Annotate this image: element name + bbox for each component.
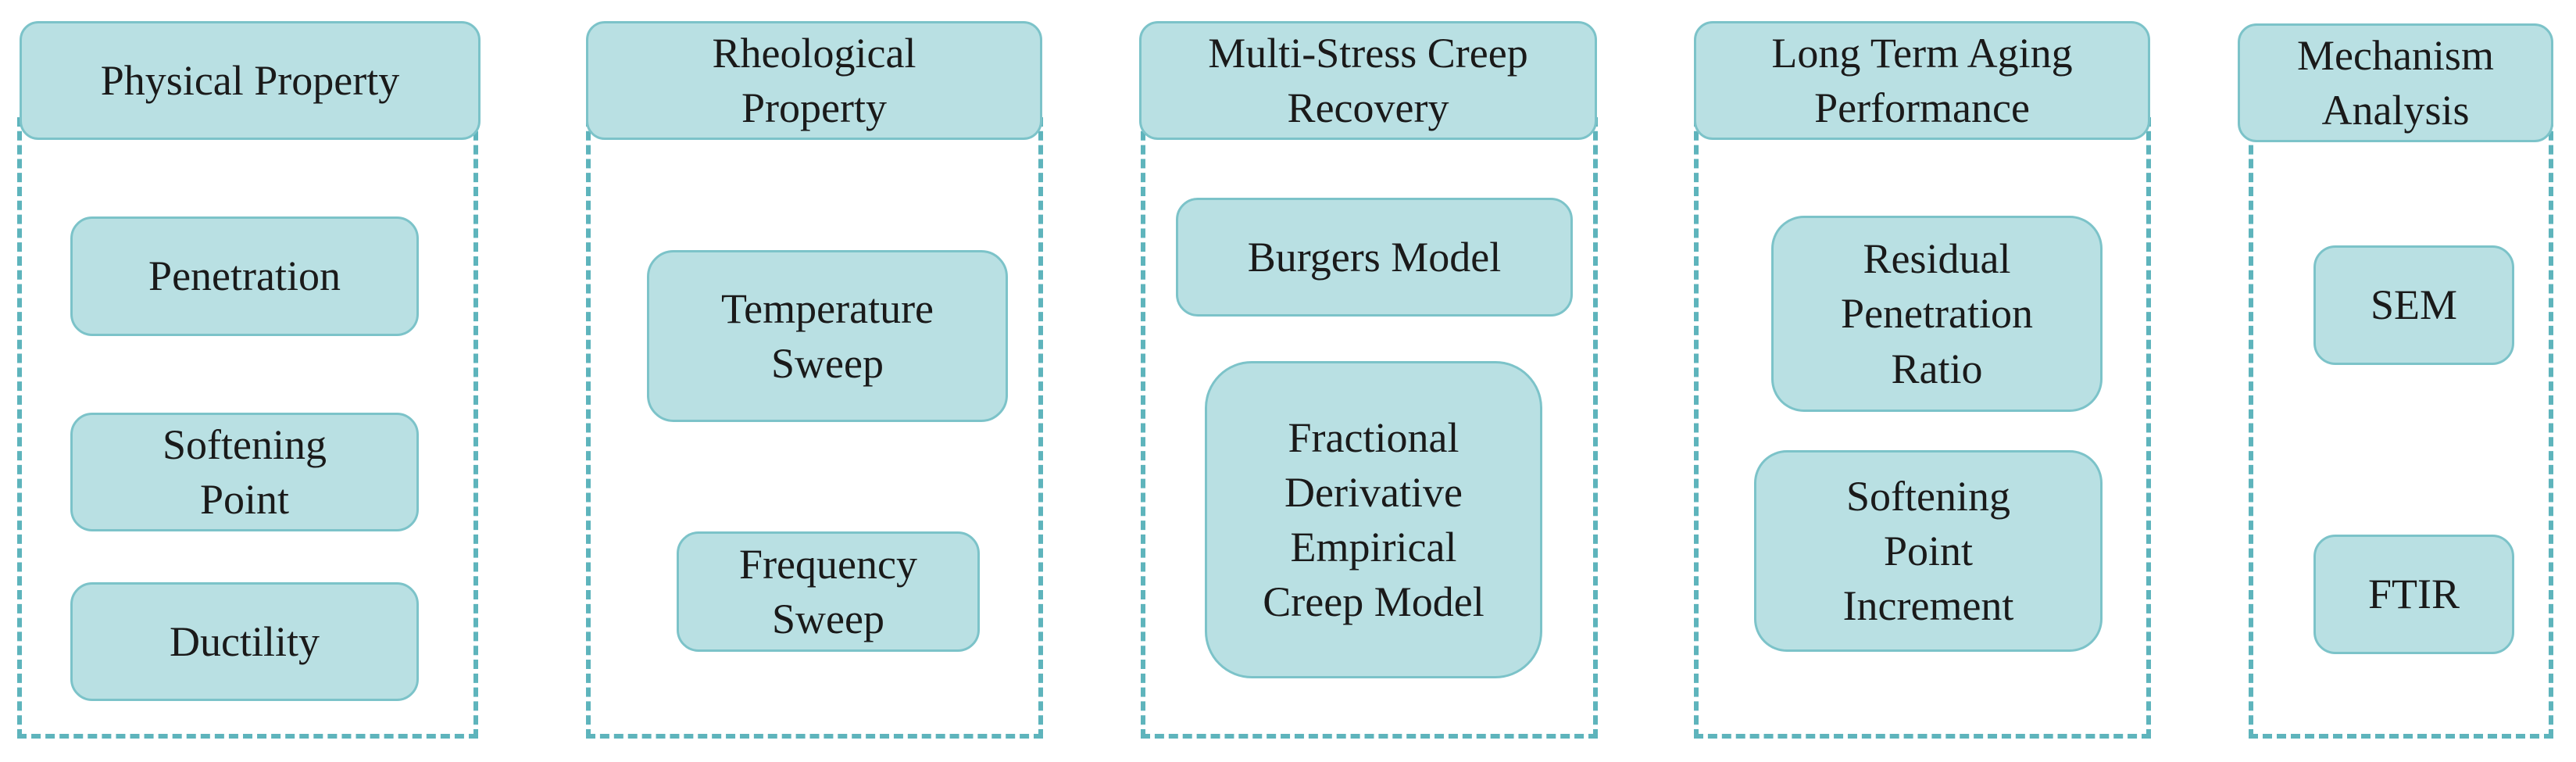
column-header: Mechanism Analysis xyxy=(2238,23,2553,142)
node-temperature-sweep: Temperature Sweep xyxy=(647,250,1008,422)
node-frequency-sweep: Frequency Sweep xyxy=(677,531,980,652)
node-penetration: Penetration xyxy=(70,216,419,336)
column-header: Multi-Stress Creep Recovery xyxy=(1139,21,1597,140)
column-header: Rheological Property xyxy=(586,21,1042,140)
node-softening-point-increment: Softening Point Increment xyxy=(1754,450,2103,652)
node-residual-penetration-ratio: Residual Penetration Ratio xyxy=(1771,216,2103,412)
node-burgers-model: Burgers Model xyxy=(1176,198,1573,317)
node-sem: SEM xyxy=(2313,245,2514,365)
column-header: Physical Property xyxy=(20,21,481,140)
column-header: Long Term Aging Performance xyxy=(1694,21,2150,140)
node-fractional-derivative-model: Fractional Derivative Empirical Creep Mo… xyxy=(1205,361,1542,678)
node-ductility: Ductility xyxy=(70,582,419,701)
node-softening-point: Softening Point xyxy=(70,413,419,531)
node-ftir: FTIR xyxy=(2313,535,2514,654)
